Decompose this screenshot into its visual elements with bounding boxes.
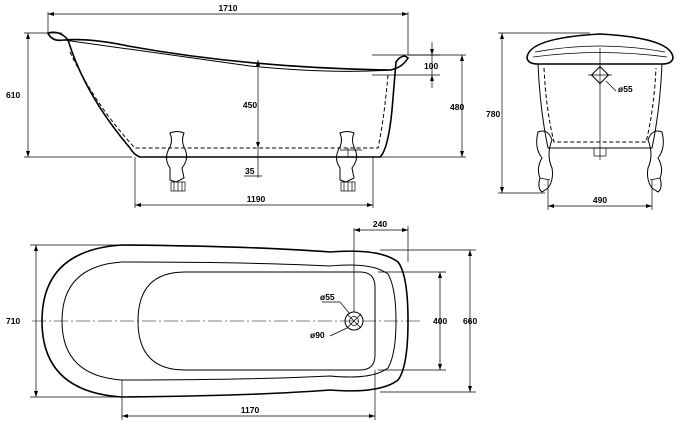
tub-outer-profile: [46, 31, 410, 158]
dim-outer-depth: 480: [450, 102, 464, 112]
end-rim: [526, 33, 674, 65]
plan-internal-length: 1170: [241, 405, 260, 415]
dim-height: 610: [6, 90, 20, 100]
plan-overflow-diameter: ø90: [310, 330, 325, 340]
plan-outer-width: 660: [463, 316, 477, 326]
tub-rim-line: [63, 39, 393, 72]
end-total-height: 780: [486, 109, 500, 119]
plan-overall-width: 710: [6, 316, 20, 326]
end-feet-width: 490: [593, 195, 607, 205]
plan-basin: [137, 271, 376, 371]
plan-waste-offset: 240: [373, 219, 387, 229]
dim-feet-spacing: 1190: [247, 194, 266, 204]
dim-overall-length: 1710: [219, 3, 238, 13]
end-waste-diameter: ø55: [618, 84, 633, 94]
plan-inner-width: 400: [433, 316, 447, 326]
dim-rim-thickness: 100: [424, 61, 438, 71]
dim-internal-depth: 450: [243, 100, 257, 110]
end-right-foot: [647, 130, 664, 193]
end-elevation: ø55 780 490: [486, 32, 674, 210]
dim-waste-height: 35: [245, 166, 255, 176]
tub-inner-dashed: [69, 51, 389, 149]
end-left-foot: [536, 130, 553, 193]
right-claw-foot: [336, 131, 362, 192]
plan-rim-inner: [61, 261, 397, 381]
plan-view: ø55 ø90 710 660 400 240 1170: [6, 219, 477, 420]
plan-outer-outline: [41, 244, 409, 398]
left-claw-foot: [166, 131, 188, 192]
plan-waste-diameter: ø55: [320, 292, 335, 302]
side-elevation: 1710 610 450 35 100 480 1190: [6, 3, 466, 208]
